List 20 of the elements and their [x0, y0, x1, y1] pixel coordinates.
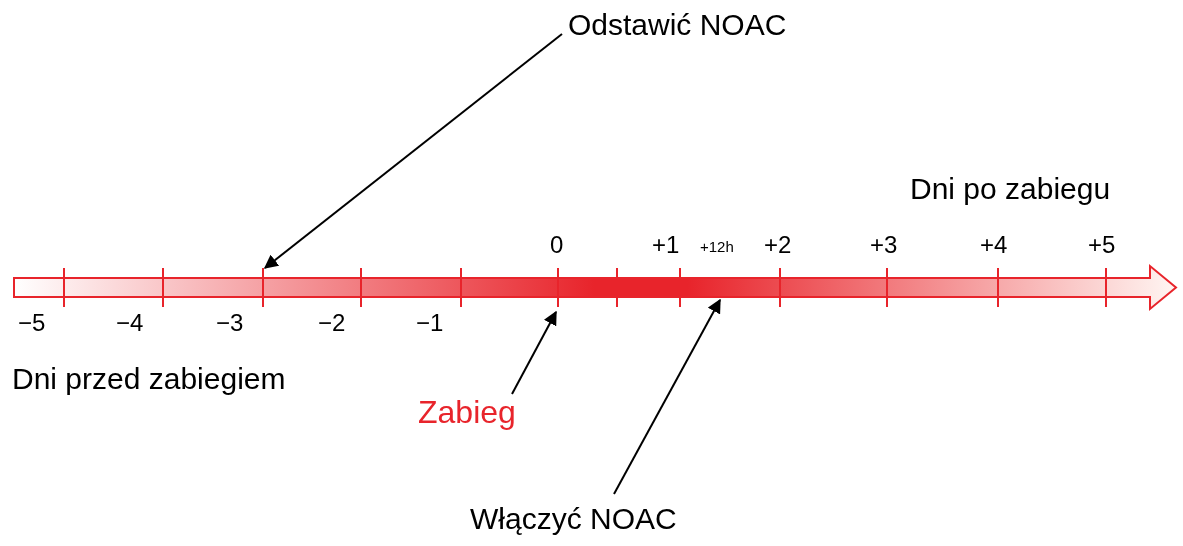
- tick-label: −5: [18, 308, 46, 338]
- tick-label: −2: [318, 308, 346, 338]
- annotation-text: Włączyć NOAC: [470, 500, 677, 538]
- tick-label: +5: [1088, 230, 1116, 260]
- tick-label: +3: [870, 230, 898, 260]
- tick-label: +1: [652, 230, 680, 260]
- tick-label: 0: [550, 230, 564, 260]
- annotation-text: Odstawić NOAC: [568, 6, 787, 44]
- tick-label: −3: [216, 308, 244, 338]
- tick-label: −4: [116, 308, 144, 338]
- leader-arrow: [613, 298, 721, 495]
- axis-caption: Dni przed zabiegiem: [12, 361, 286, 397]
- leader-arrow: [263, 33, 563, 269]
- annotation-text: Zabieg: [418, 392, 516, 432]
- tick-label: −1: [416, 308, 444, 338]
- tick-label: +12h: [700, 238, 734, 257]
- tick-label: +2: [764, 230, 792, 260]
- tick-label: +4: [980, 230, 1008, 260]
- leader-arrow: [511, 310, 557, 395]
- axis-caption: Dni po zabiegu: [910, 171, 1111, 207]
